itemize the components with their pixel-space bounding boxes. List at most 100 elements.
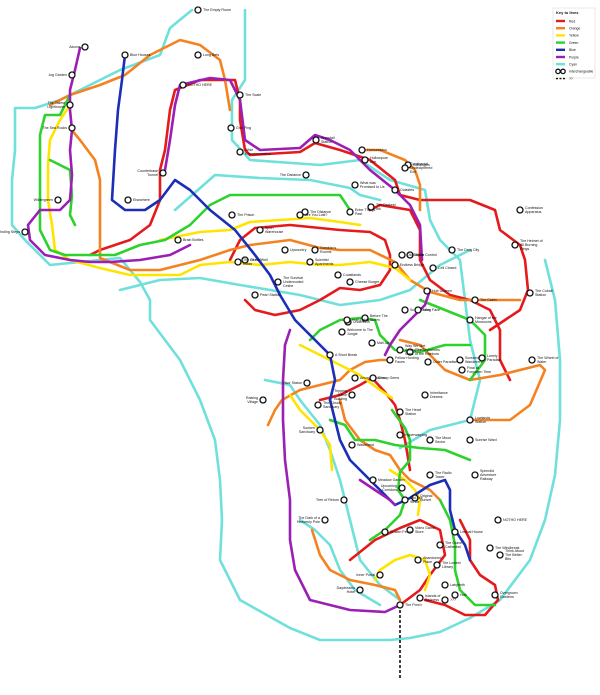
station-marker[interactable] bbox=[414, 556, 422, 564]
station[interactable]: Hub Unseen bbox=[423, 287, 452, 295]
station[interactable]: Broken Fence bbox=[381, 528, 412, 536]
station-marker[interactable] bbox=[441, 581, 449, 589]
station-marker[interactable] bbox=[326, 351, 334, 359]
station[interactable]: Alcove bbox=[69, 43, 89, 51]
station-marker[interactable] bbox=[376, 571, 384, 579]
station[interactable]: Inner Portal bbox=[356, 571, 384, 579]
station-marker[interactable] bbox=[406, 348, 414, 356]
station[interactable]: Hyperwarping bbox=[396, 431, 427, 439]
station-marker[interactable] bbox=[121, 51, 129, 59]
station-marker[interactable] bbox=[424, 358, 432, 366]
station[interactable]: The Prison bbox=[228, 211, 254, 219]
station[interactable]: Are You Lost? bbox=[296, 211, 327, 219]
station-marker[interactable] bbox=[356, 586, 364, 594]
station-marker[interactable] bbox=[236, 148, 244, 156]
station[interactable]: Outer Paradise bbox=[424, 358, 457, 366]
station-marker[interactable] bbox=[302, 171, 310, 179]
station-marker[interactable] bbox=[251, 291, 259, 299]
station[interactable]: The Scale bbox=[236, 91, 261, 99]
station-marker[interactable] bbox=[416, 594, 424, 602]
station[interactable]: Jug Garden bbox=[48, 71, 76, 79]
station-marker[interactable] bbox=[528, 356, 536, 364]
station-marker[interactable] bbox=[21, 228, 29, 236]
station-marker[interactable] bbox=[174, 236, 182, 244]
station-marker[interactable] bbox=[456, 356, 464, 364]
station-marker[interactable] bbox=[386, 356, 394, 364]
station-marker[interactable] bbox=[466, 436, 474, 444]
station-marker[interactable] bbox=[346, 278, 354, 286]
station-marker[interactable] bbox=[381, 528, 389, 536]
station-marker[interactable] bbox=[321, 516, 329, 524]
station-marker[interactable] bbox=[511, 241, 519, 249]
station-marker[interactable] bbox=[471, 471, 479, 479]
station-marker[interactable] bbox=[234, 258, 242, 266]
station[interactable]: Upcountry bbox=[281, 246, 307, 254]
station-marker[interactable] bbox=[411, 494, 419, 502]
station-marker[interactable] bbox=[421, 391, 429, 399]
station[interactable]: Labyrinth bbox=[441, 581, 465, 589]
station-marker[interactable] bbox=[426, 471, 434, 479]
station-marker[interactable] bbox=[396, 408, 404, 416]
station[interactable]: ??? bbox=[441, 596, 456, 604]
station-marker[interactable] bbox=[312, 136, 320, 144]
station[interactable]: Old Estate bbox=[398, 251, 424, 259]
station-marker[interactable] bbox=[414, 306, 422, 314]
station[interactable]: Grid Ping bbox=[227, 124, 251, 132]
station-marker[interactable] bbox=[396, 601, 404, 609]
station-marker[interactable] bbox=[441, 596, 449, 604]
station-marker[interactable] bbox=[361, 314, 369, 322]
station-marker[interactable] bbox=[391, 186, 399, 194]
station-marker[interactable] bbox=[241, 256, 249, 264]
station[interactable]: The Distance bbox=[301, 208, 331, 216]
station-marker[interactable] bbox=[426, 436, 434, 444]
station-marker[interactable] bbox=[68, 71, 76, 79]
station-marker[interactable] bbox=[68, 124, 76, 132]
station-marker[interactable] bbox=[406, 526, 414, 534]
station-marker[interactable] bbox=[486, 544, 494, 552]
station-marker[interactable] bbox=[436, 541, 444, 549]
station-marker[interactable] bbox=[391, 261, 399, 269]
station[interactable]: Pearl Station bbox=[251, 291, 281, 299]
station-marker[interactable] bbox=[281, 246, 289, 254]
station[interactable]: Blue Houses bbox=[121, 51, 151, 59]
station-marker[interactable] bbox=[351, 181, 359, 189]
station-marker[interactable] bbox=[256, 226, 264, 234]
station-marker[interactable] bbox=[516, 206, 524, 214]
station-marker[interactable] bbox=[274, 278, 282, 286]
station[interactable]: The Distance bbox=[280, 171, 310, 179]
station-marker[interactable] bbox=[471, 296, 479, 304]
station-marker[interactable] bbox=[466, 416, 474, 424]
station-marker[interactable] bbox=[496, 551, 504, 559]
station-marker[interactable] bbox=[401, 164, 409, 172]
station-marker[interactable] bbox=[346, 208, 354, 216]
station[interactable]: Elsewhere bbox=[124, 196, 150, 204]
station-marker[interactable] bbox=[159, 169, 167, 177]
station[interactable]: Meadow Garden bbox=[369, 476, 405, 484]
station-marker[interactable] bbox=[228, 211, 236, 219]
station-marker[interactable] bbox=[358, 146, 366, 154]
